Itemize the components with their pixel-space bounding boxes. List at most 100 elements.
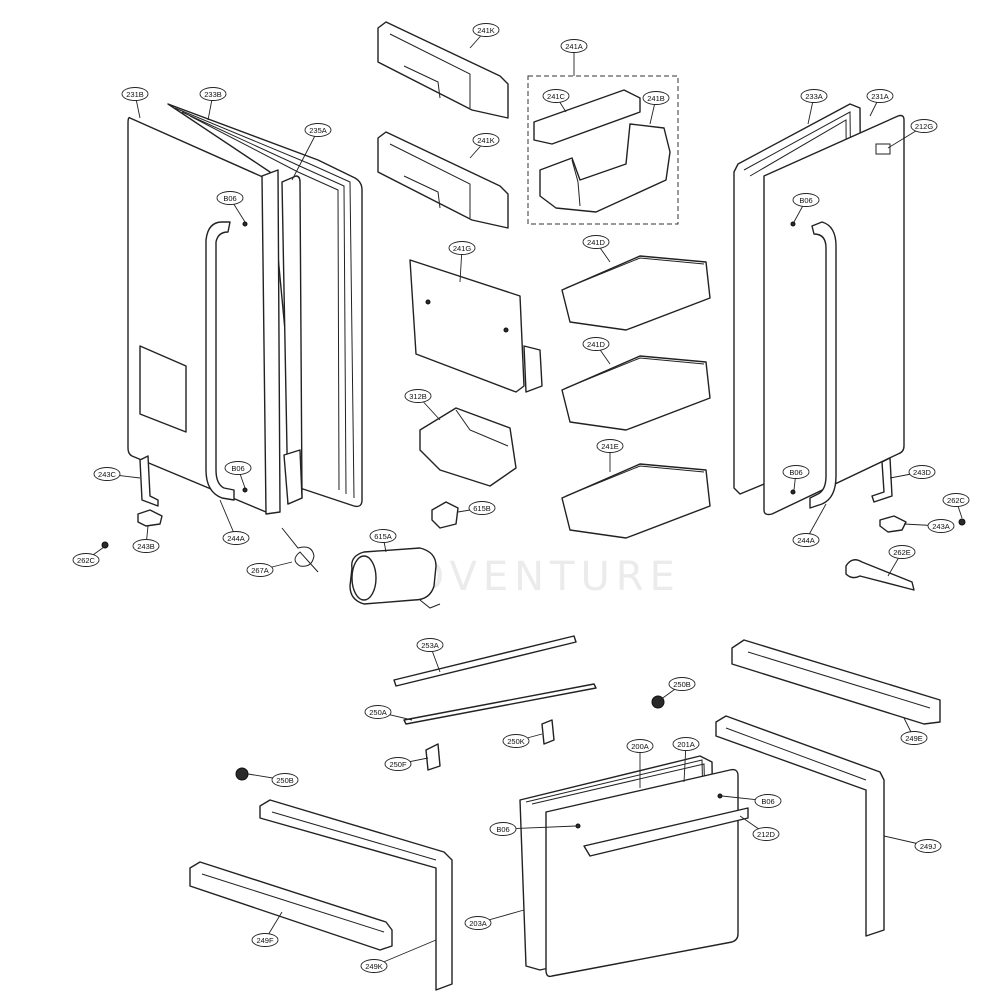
callout-oval (304, 123, 332, 137)
callout-oval (626, 739, 654, 753)
right-door-hardware (845, 457, 966, 591)
callout-231a: 231A (866, 89, 894, 117)
wrench-262E (845, 559, 915, 591)
rail-249J (715, 715, 885, 937)
callout-oval (416, 638, 444, 652)
callout-label: B06 (223, 194, 236, 203)
callout-oval (800, 89, 828, 103)
callout-label: 250F (389, 760, 407, 769)
callout-212d: 212D (739, 815, 780, 841)
callout-oval (792, 193, 820, 207)
roller-250B-upper (651, 695, 665, 709)
callout-oval (472, 23, 500, 37)
callout-b06-drawer-right: B06 (721, 794, 782, 808)
callout-249f: 249F (251, 911, 283, 947)
callout-oval (900, 731, 928, 745)
callout-label: 241K (477, 136, 495, 145)
rail-249K (259, 799, 453, 991)
callout-label: 235A (309, 126, 327, 135)
callout-oval (866, 89, 894, 103)
callout-oval (582, 235, 610, 249)
callout-231b: 231B (121, 87, 149, 119)
callout-oval (472, 133, 500, 147)
bracket-243C (139, 455, 159, 507)
bin-241D-upper (561, 255, 711, 331)
callout-233b: 233B (199, 87, 227, 121)
door-bin-241K-top (377, 21, 509, 119)
callout-oval (642, 91, 670, 105)
callout-b06-right-upper: B06 (792, 193, 820, 223)
callout-241e: 241E (596, 439, 624, 472)
callout-oval (668, 677, 696, 691)
callout-244a-right: 244A (792, 503, 827, 547)
left-door-assembly (127, 103, 363, 515)
callout-leader-line (291, 129, 319, 181)
rod-250A (403, 683, 597, 725)
callout-233a: 233A (800, 89, 828, 125)
callout-label: 244A (227, 534, 245, 543)
callout-oval (782, 465, 810, 479)
callout-oval (560, 39, 588, 53)
callout-oval (468, 501, 496, 515)
callout-label: B06 (496, 825, 509, 834)
callout-label: 241D (587, 340, 606, 349)
callout-label: 249F (256, 936, 274, 945)
callout-label: 212G (915, 122, 934, 131)
callout-615b: 615B (457, 501, 496, 515)
callout-250b-upper: 250B (659, 677, 696, 701)
callout-250f: 250F (384, 757, 429, 771)
callout-oval (271, 773, 299, 787)
callout-201a: 201A (672, 737, 700, 783)
callout-253a: 253A (416, 638, 444, 673)
callout-label: 241G (453, 244, 472, 253)
callout-label: 267A (251, 566, 269, 575)
callout-label: 243D (913, 468, 932, 477)
left-door-gasket (167, 103, 363, 508)
callout-235a: 235A (291, 123, 332, 181)
callout-label: 201A (677, 740, 695, 749)
left-door-dispenser-window (139, 345, 187, 433)
callout-oval (224, 461, 252, 475)
callout-oval (542, 89, 570, 103)
callout-oval (216, 191, 244, 205)
callout-oval (910, 119, 938, 133)
bracket-243D (871, 457, 893, 503)
callout-249j: 249J (883, 835, 942, 853)
callout-241a: 241A (560, 39, 588, 76)
rail-249E (731, 639, 941, 725)
callout-label: 253A (421, 641, 439, 650)
callout-oval (596, 439, 624, 453)
callout-label: 231A (871, 92, 889, 101)
callout-label: 249E (905, 734, 923, 743)
callout-label: 233A (805, 92, 823, 101)
callout-label: 212D (757, 830, 776, 839)
callout-oval (132, 539, 160, 553)
callout-oval (199, 87, 227, 101)
callout-oval (251, 933, 279, 947)
callout-label: 244A (797, 536, 815, 545)
callout-267a: 267A (246, 561, 293, 577)
callout-label: 233B (204, 90, 222, 99)
left-door-handle (205, 221, 235, 501)
callout-241k-top: 241K (469, 23, 500, 49)
bin-241B (539, 123, 671, 213)
right-door-label-212G (875, 143, 891, 155)
callout-oval (448, 241, 476, 255)
callout-label: 200A (631, 742, 649, 751)
callout-262c-right: 262C (942, 493, 970, 519)
callout-243d: 243D (889, 465, 936, 479)
bin-241D-lower (561, 355, 711, 431)
hinge-strip-235A (281, 175, 303, 505)
callout-oval (464, 916, 492, 930)
callout-label: B06 (761, 797, 774, 806)
callout-label: 312B (409, 392, 427, 401)
callout-241d-upper: 241D (582, 235, 611, 263)
callout-241d-lower: 241D (582, 337, 611, 365)
callout-oval (754, 794, 782, 808)
drawer-front-assembly (519, 755, 749, 978)
bin-241E (561, 463, 711, 539)
callout-label: 241E (601, 442, 619, 451)
callout-label: 262C (947, 496, 966, 505)
